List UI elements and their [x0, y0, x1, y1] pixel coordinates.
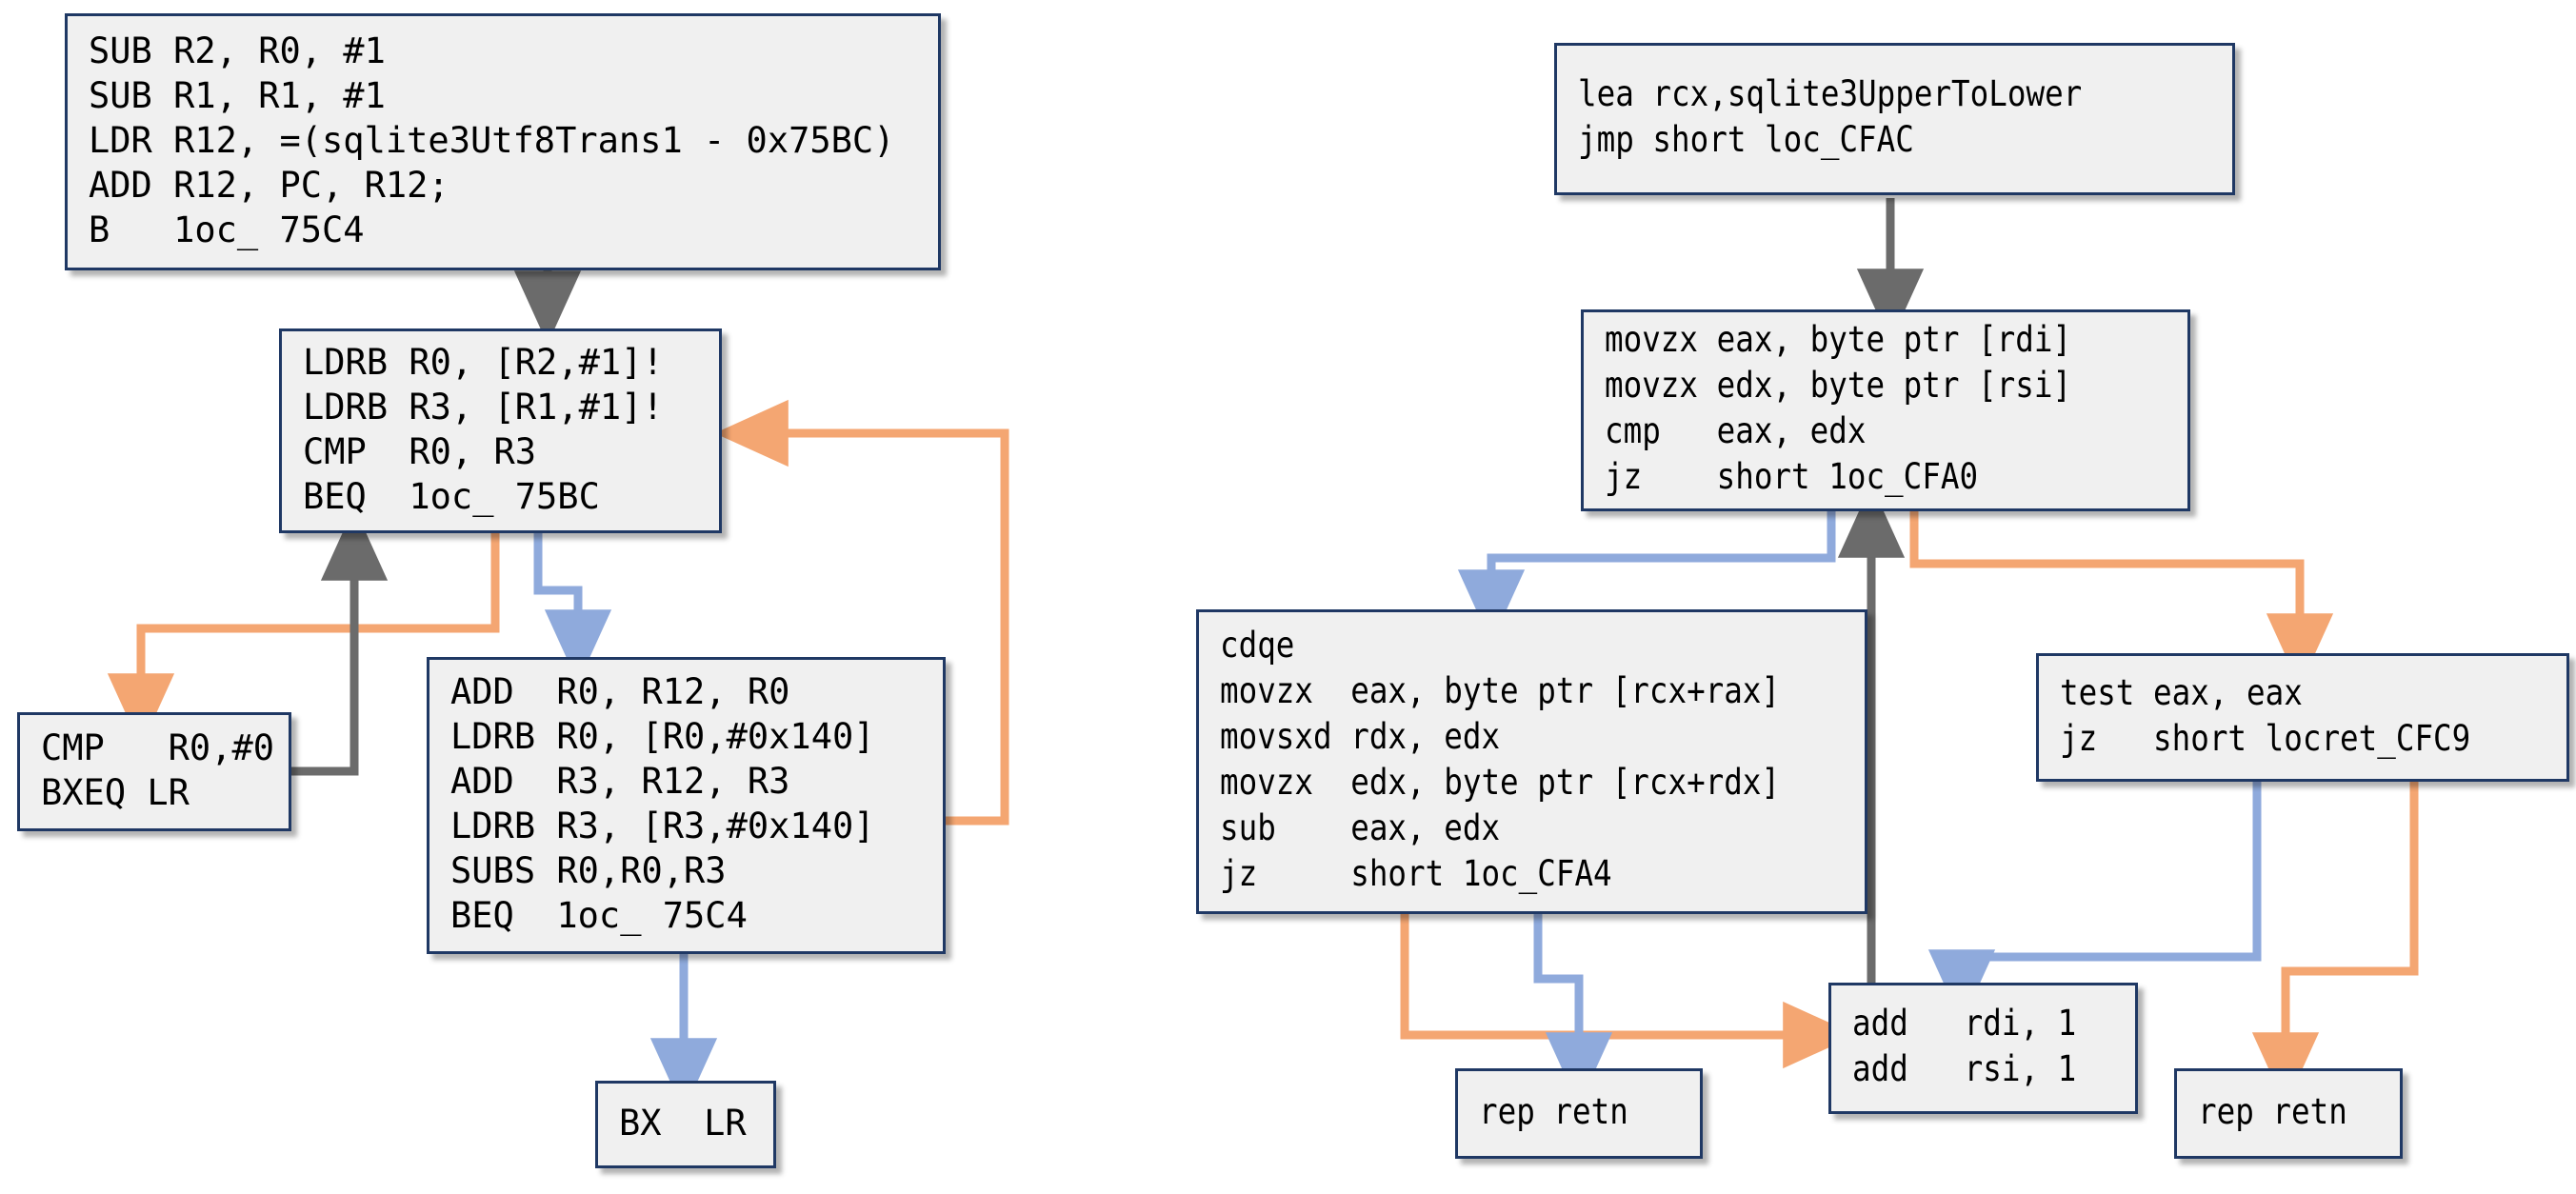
- arm-edge-cmp-to-loop: [289, 507, 389, 776]
- code-line: movzx eax, byte ptr [rcx+rax]: [1220, 670, 1781, 711]
- code-line: jz short locret_CFC9: [2060, 717, 2471, 759]
- code-line: movzx edx, byte ptr [rsi]: [1605, 365, 2072, 406]
- code-line: SUBS R0,R0,R3: [450, 850, 727, 891]
- code-line: ADD R12, PC, R12;: [89, 164, 449, 206]
- code-line: BEQ 1oc_ 75BC: [303, 475, 600, 517]
- x86-block-entry[interactable]: lea rcx,sqlite3UpperToLower jmp short lo…: [1554, 43, 2235, 195]
- code-line: movzx edx, byte ptr [rcx+rdx]: [1220, 762, 1781, 803]
- x86-block-translate[interactable]: cdqe movzx eax, byte ptr [rcx+rax] movsx…: [1196, 609, 1867, 914]
- code-line: rep retn: [2198, 1090, 2347, 1132]
- code-line: movsxd rdx, edx: [1220, 716, 1501, 757]
- arm-block-entry[interactable]: SUB R2, R0, #1 SUB R1, R1, #1 LDR R12, =…: [65, 13, 941, 270]
- x86-edge-test-to-inc: [1927, 781, 2262, 1024]
- x86-edge-loop-to-body: [1457, 510, 1836, 644]
- code-line: add rsi, 1: [1852, 1048, 2077, 1089]
- x86-edge-body-to-ret-left: [1533, 914, 1613, 1106]
- x86-edge-body-to-inc: [1400, 914, 1857, 1069]
- code-line: cdqe: [1220, 625, 1295, 666]
- code-line: BX LR: [619, 1102, 747, 1144]
- arm-edge-loop-to-body: [533, 533, 612, 684]
- code-line: LDRB R0, [R0,#0x140]: [450, 716, 875, 757]
- code-line: CMP R0, R3: [303, 430, 537, 472]
- code-line: LDRB R0, [R2,#1]!: [303, 341, 664, 383]
- code-line: cmp eax, edx: [1605, 410, 1867, 451]
- code-line: jmp short loc_CFAC: [1578, 119, 1914, 160]
- code-line: SUB R2, R0, #1: [89, 30, 386, 71]
- code-line: jz short 1oc_CFA0: [1605, 456, 1979, 497]
- code-line: LDR R12, =(sqlite3Utf8Trans1 - 0x75BC): [89, 119, 895, 161]
- code-line: lea rcx,sqlite3UpperToLower: [1578, 73, 2083, 114]
- arm-block-cmp-zero[interactable]: CMP R0,#0 BXEQ LR: [17, 712, 291, 831]
- code-line: jz short 1oc_CFA4: [1220, 853, 1612, 894]
- code-line: movzx eax, byte ptr [rdi]: [1605, 319, 2072, 360]
- code-line: rep retn: [1479, 1090, 1628, 1132]
- code-line: test eax, eax: [2060, 671, 2303, 713]
- x86-block-increment[interactable]: add rdi, 1 add rsi, 1: [1828, 983, 2138, 1114]
- code-line: ADD R0, R12, R0: [450, 671, 790, 712]
- code-line: BXEQ LR: [41, 771, 190, 813]
- arm-block-return[interactable]: BX LR: [595, 1081, 776, 1168]
- code-line: SUB R1, R1, #1: [89, 74, 386, 116]
- code-line: sub eax, edx: [1220, 807, 1501, 848]
- code-line: BEQ 1oc_ 75C4: [450, 895, 748, 936]
- code-line: LDRB R3, [R3,#0x140]: [450, 806, 875, 846]
- code-line: LDRB R3, [R1,#1]!: [303, 386, 664, 428]
- x86-block-loop-head[interactable]: movzx eax, byte ptr [rdi] movzx edx, byt…: [1581, 309, 2190, 511]
- code-line: ADD R3, R12, R3: [450, 761, 790, 802]
- x86-block-test-zero[interactable]: test eax, eax jz short locret_CFC9: [2036, 653, 2569, 782]
- arm-block-translate[interactable]: ADD R0, R12, R0 LDRB R0, [R0,#0x140] ADD…: [427, 657, 946, 954]
- x86-edge-loop-to-test: [1909, 510, 2334, 687]
- arm-block-loop-head[interactable]: LDRB R0, [R2,#1]! LDRB R3, [R1,#1]! CMP …: [279, 328, 722, 533]
- code-line: CMP R0,#0: [41, 726, 275, 768]
- code-line: add rdi, 1: [1852, 1003, 2077, 1044]
- x86-block-return-left[interactable]: rep retn: [1455, 1068, 1703, 1159]
- x86-edge-test-to-ret-right: [2251, 781, 2419, 1106]
- code-line: B 1oc_ 75C4: [89, 209, 365, 250]
- x86-block-return-right[interactable]: rep retn: [2174, 1068, 2403, 1159]
